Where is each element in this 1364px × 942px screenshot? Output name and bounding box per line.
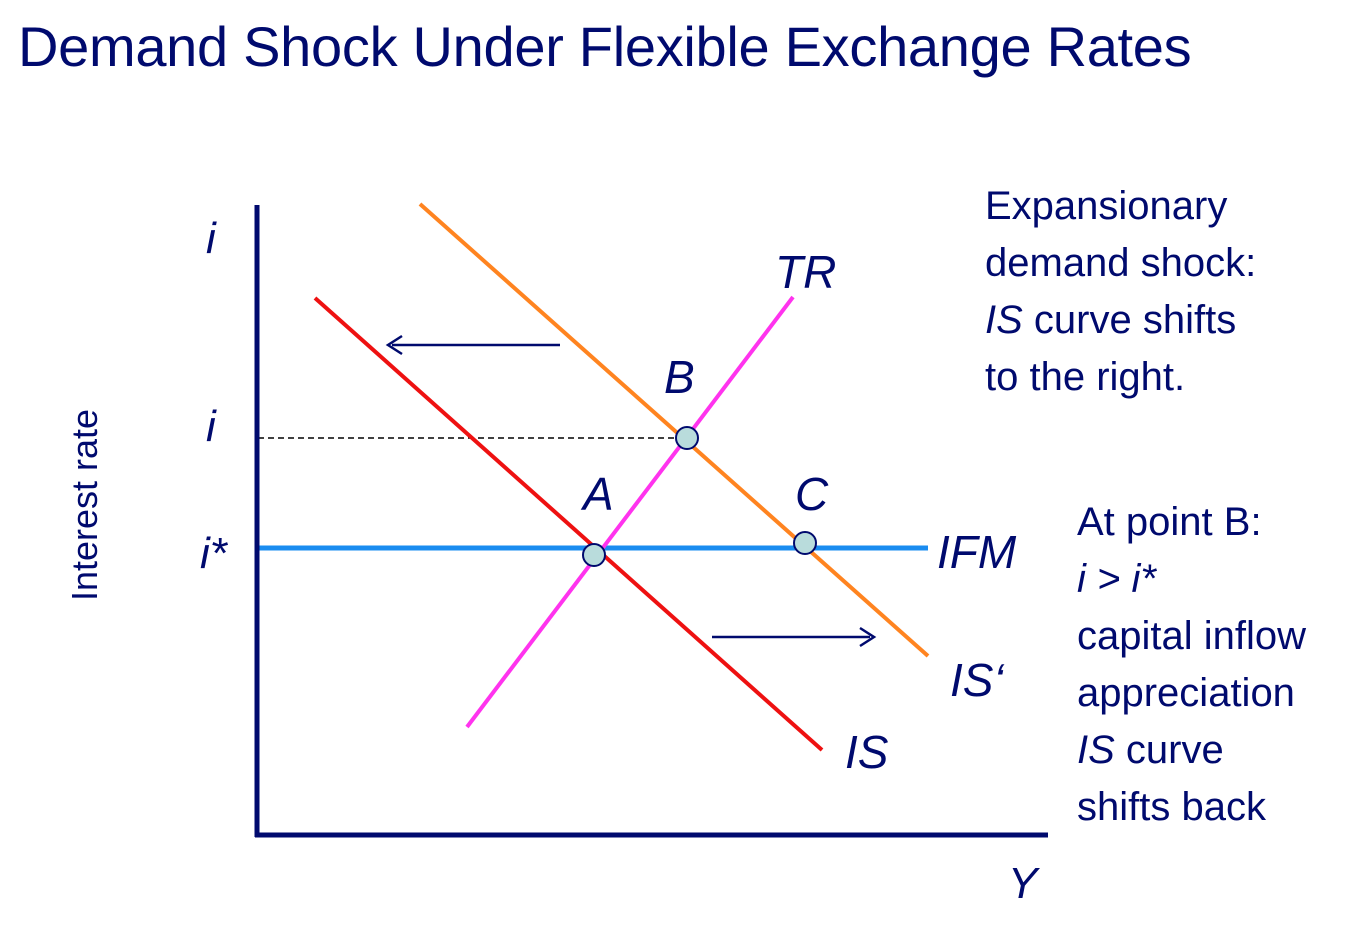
point-b-marker — [675, 426, 699, 450]
x-axis-label: Y — [1008, 859, 1040, 908]
note-italic-term: IS — [985, 298, 1023, 342]
ifm-label: IFM — [937, 526, 1017, 578]
y-tick-i: i — [206, 402, 217, 451]
note-line: At point B: — [1077, 500, 1262, 544]
y-tick-i-star: i* — [200, 529, 229, 578]
tr-line — [465, 295, 795, 729]
y-axis-label: Interest rate — [64, 409, 105, 601]
slide-title: Demand Shock Under Flexible Exchange Rat… — [18, 15, 1192, 78]
note-italic-term: IS — [1077, 728, 1115, 772]
note-line: to the right. — [985, 355, 1186, 399]
y-axis-top-label: i — [206, 214, 217, 263]
point-a-label: A — [580, 468, 614, 520]
point-c-marker — [793, 531, 817, 555]
note-line: capital inflow — [1077, 614, 1307, 658]
is-line — [313, 296, 824, 752]
note-line: IS curve — [1077, 722, 1306, 779]
annotation-point-b: At point B: i > i* capital inflow apprec… — [1077, 494, 1306, 836]
note-text: curve shifts — [1022, 298, 1237, 342]
note-line: IS curve shifts — [985, 292, 1256, 349]
annotation-demand-shock: Expansionary demand shock: IS curve shif… — [985, 178, 1256, 406]
arrow-right-icon — [712, 626, 877, 648]
note-text: curve — [1114, 728, 1224, 772]
point-c-label: C — [795, 468, 829, 520]
tr-label: TR — [775, 246, 836, 298]
note-line: i > i* — [1077, 557, 1156, 601]
note-line: Expansionary — [985, 184, 1228, 228]
is-label: IS — [845, 726, 889, 778]
note-line: demand shock: — [985, 241, 1257, 285]
note-line: shifts back — [1077, 785, 1266, 829]
is-shifted-line — [418, 202, 930, 658]
point-a-marker — [582, 543, 606, 567]
point-b-label: B — [664, 351, 695, 403]
arrow-left-icon — [385, 334, 560, 356]
note-line: appreciation — [1077, 671, 1295, 715]
is-shifted-label: IS‘ — [950, 654, 1004, 706]
